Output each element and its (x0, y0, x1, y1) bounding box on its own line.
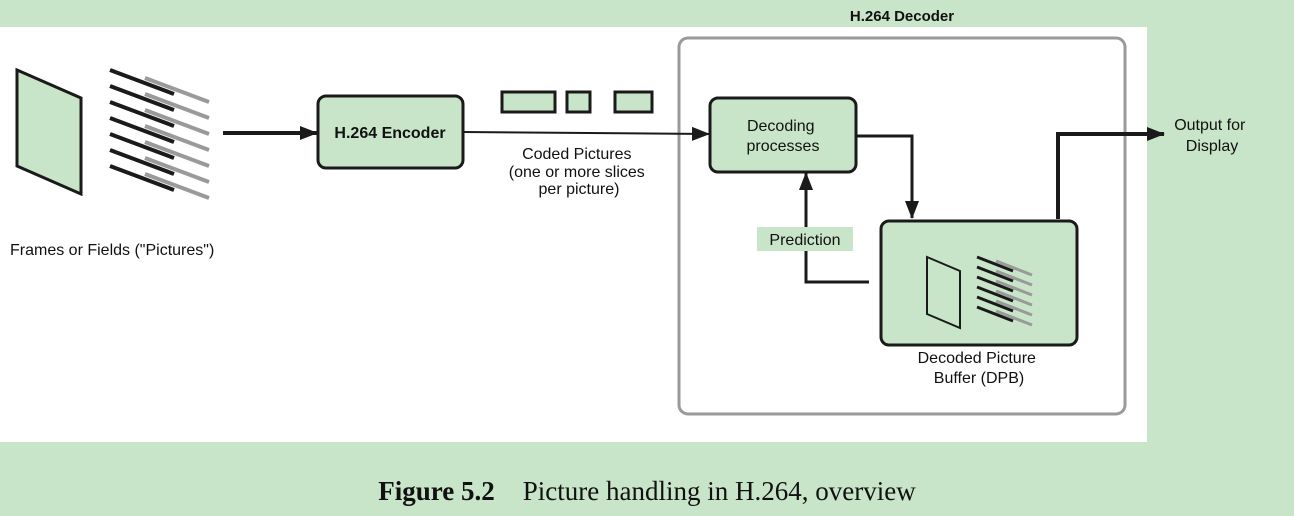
frames-label: Frames or Fields ("Pictures") (10, 242, 214, 259)
decoding-processes-label: Decoding processes (747, 118, 820, 155)
arrow-encoder-to-decoder (462, 126, 710, 141)
coded-pictures-label: Coded Pictures (one or more slices per p… (509, 146, 650, 198)
prediction-label: Prediction (769, 232, 840, 249)
output-label: Output for Display (1174, 117, 1250, 155)
prediction-label-bg (757, 227, 853, 251)
decoder-group-border (677, 36, 1127, 416)
frame-picture-icon (15, 67, 83, 197)
figure-caption-text: Picture handling in H.264, overview (522, 476, 916, 506)
dpb-picture-icon (926, 255, 961, 330)
field-lines-icon (109, 68, 210, 200)
dpb-label: Decoded Picture Buffer (DPB) (918, 350, 1041, 387)
dpb-field-lines-icon (976, 255, 1033, 327)
dpb-box (879, 219, 1079, 347)
arrow-dpb-to-decoding-prediction (799, 172, 869, 284)
coded-slices-icon (500, 90, 654, 114)
decoding-processes-box (708, 96, 858, 174)
encoder-label: H.264 Encoder (334, 125, 445, 142)
figure-number: Figure 5.2 (378, 476, 495, 506)
arrow-dpb-to-output (1056, 127, 1165, 219)
decoder-title: H.264 Decoder (850, 8, 954, 25)
arrow-decoding-to-dpb (856, 134, 919, 219)
figure-caption: Figure 5.2 Picture handling in H.264, ove… (0, 476, 1294, 507)
